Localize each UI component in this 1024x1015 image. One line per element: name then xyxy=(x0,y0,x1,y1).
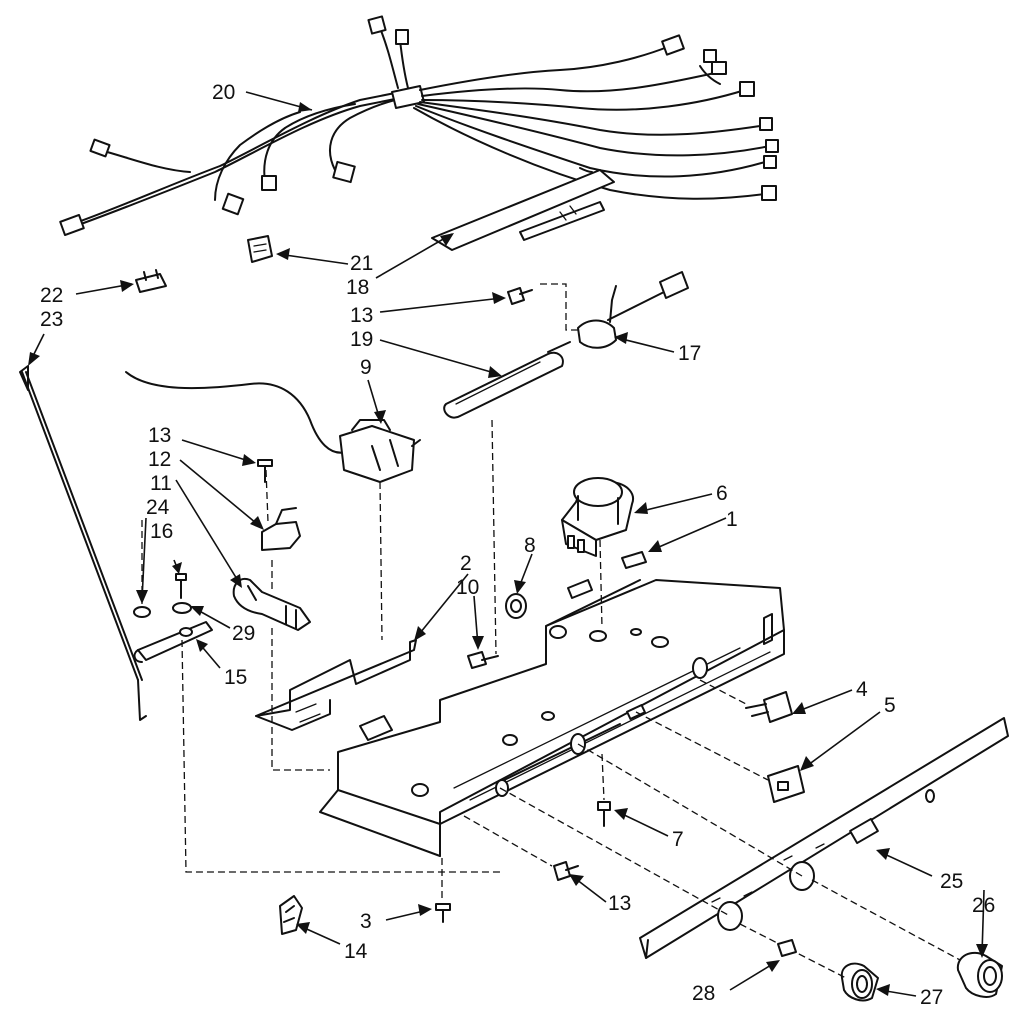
callout-2: 2 xyxy=(460,552,472,575)
callout-27: 27 xyxy=(920,986,943,1009)
callout-18: 18 xyxy=(346,276,369,299)
callout-19: 19 xyxy=(350,328,373,351)
callout-9: 9 xyxy=(360,356,372,379)
heater-part-19 xyxy=(443,341,571,419)
defrost-timer-part-6 xyxy=(561,477,634,557)
callout-10: 10 xyxy=(456,576,479,599)
leader-lines xyxy=(28,91,988,997)
screw-part-13-top xyxy=(507,287,533,305)
callout-5: 5 xyxy=(884,694,896,717)
callout-12: 12 xyxy=(148,448,171,471)
callout-24: 24 xyxy=(146,496,170,519)
wiring-harness-part xyxy=(59,15,779,236)
bracket-part-2 xyxy=(255,628,417,771)
cover-plate-part xyxy=(431,167,615,251)
callout-13-top: 13 xyxy=(350,304,373,327)
callout-23: 23 xyxy=(40,308,63,331)
callout-4: 4 xyxy=(856,678,868,701)
callout-11: 11 xyxy=(150,472,172,495)
control-panel-part-25 xyxy=(499,717,1009,959)
callout-15: 15 xyxy=(224,666,247,689)
lever-assembly xyxy=(133,520,500,873)
bracket-part-12 xyxy=(261,469,301,551)
control-rod-part xyxy=(19,365,147,721)
callout-16: 16 xyxy=(150,520,173,543)
callout-20: 20 xyxy=(212,81,235,104)
callout-22: 22 xyxy=(40,284,63,307)
grommet-part-8 xyxy=(505,593,527,619)
callout-14: 14 xyxy=(344,940,368,963)
clip-part-22 xyxy=(135,269,167,293)
thermostat-part-9 xyxy=(125,371,421,641)
damper-control-part-11 xyxy=(232,560,311,631)
knob-part-27 xyxy=(739,923,879,1002)
callout-3: 3 xyxy=(360,910,372,933)
callout-6: 6 xyxy=(716,482,728,505)
callout-7: 7 xyxy=(672,828,684,851)
capacitor-part-17 xyxy=(540,271,689,349)
clip-part-21 xyxy=(247,235,273,263)
callout-17: 17 xyxy=(678,342,701,365)
screw-part-13-bottom xyxy=(463,815,579,881)
screw-part-7 xyxy=(597,753,611,827)
callout-25: 25 xyxy=(940,870,963,893)
callout-21: 21 xyxy=(350,252,373,275)
callout-1: 1 xyxy=(726,508,738,531)
callout-29: 29 xyxy=(232,622,255,645)
callout-labels: 20 21 18 22 23 13 19 17 9 13 12 11 24 16… xyxy=(40,81,995,1009)
knob-part-26 xyxy=(811,879,1003,998)
callout-28: 28 xyxy=(692,982,715,1005)
callout-26: 26 xyxy=(972,894,995,917)
switch-part-5 xyxy=(635,711,805,803)
screw-part-3 xyxy=(435,858,451,923)
control-housing-part-1 xyxy=(319,539,785,857)
switch-part-4 xyxy=(699,679,793,723)
clip-part-28 xyxy=(777,939,797,957)
callout-13-left: 13 xyxy=(148,424,171,447)
callout-13-bottom: 13 xyxy=(608,892,631,915)
screw-part-10 xyxy=(467,419,499,669)
clip-part-14 xyxy=(279,895,303,935)
callout-8: 8 xyxy=(524,534,536,557)
screw-part-13-left xyxy=(257,459,273,483)
